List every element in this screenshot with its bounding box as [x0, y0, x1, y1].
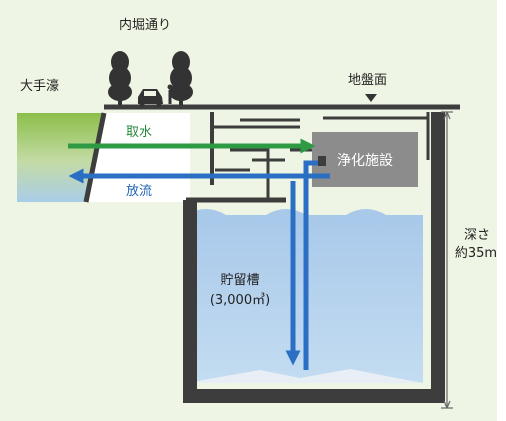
return-pipe	[303, 160, 318, 370]
street-label: 内堀通り	[119, 18, 172, 33]
discharge-label: 放流	[126, 184, 153, 199]
tree-icon	[169, 51, 193, 105]
depth-value: 約35m	[454, 246, 498, 261]
ground-level-label: 地盤面	[348, 73, 388, 88]
ground-surface	[83, 112, 107, 203]
ground-layer	[86, 113, 190, 202]
pipe-joint	[318, 156, 326, 166]
car-icon	[138, 89, 163, 107]
depth-dimension	[441, 111, 453, 409]
tank-wall	[183, 112, 445, 403]
intake-label: 取水	[126, 125, 153, 140]
person-icon	[167, 84, 173, 104]
ground-marker-icon	[365, 94, 377, 102]
tank-capacity-label: (3,000㎥)	[209, 293, 271, 308]
tank-name-label: 貯留槽	[220, 273, 260, 288]
tank-floor-highlight	[186, 369, 423, 383]
right-margin	[497, 0, 506, 421]
moat-label: 大手濠	[20, 79, 60, 94]
purification-label: 浄化施設	[337, 153, 393, 169]
tree-icon	[108, 51, 132, 105]
depth-label: 深さ	[463, 228, 490, 243]
